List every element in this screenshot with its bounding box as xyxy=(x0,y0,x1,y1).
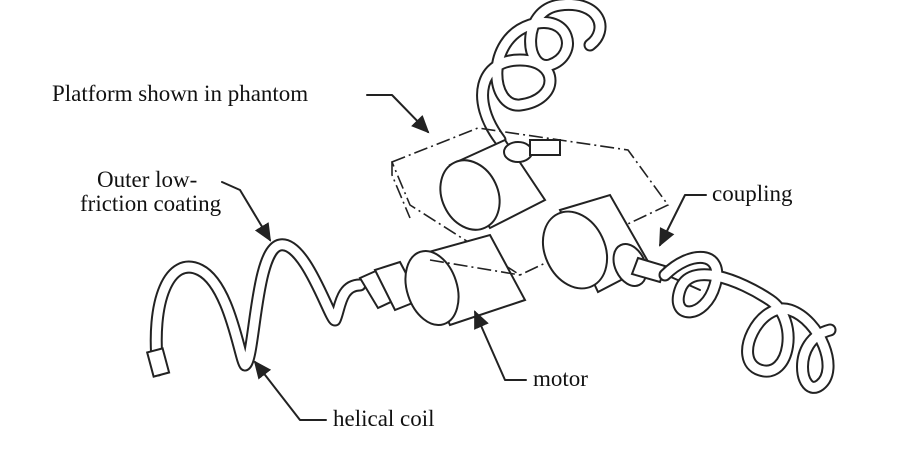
left-helical-coil xyxy=(145,238,367,378)
platform-leader xyxy=(366,94,430,134)
right-helical-coil xyxy=(658,250,837,394)
coating-label-line2: friction coating xyxy=(80,191,222,216)
top-motor xyxy=(439,138,561,231)
left-motor xyxy=(358,233,527,327)
right-motor xyxy=(541,193,701,294)
helical-coil-label: helical coil xyxy=(333,406,435,431)
helical-coil-leader xyxy=(253,360,327,421)
coupling-label: coupling xyxy=(712,181,793,206)
coating-label-line1: Outer low- xyxy=(97,167,198,192)
motor-label: motor xyxy=(533,366,588,391)
motor-leader xyxy=(474,310,527,381)
coupling-leader xyxy=(659,194,707,247)
platform-phantom xyxy=(390,127,670,276)
coating-leader xyxy=(221,181,272,242)
top-helical-coil xyxy=(476,0,607,147)
platform-label: Platform shown in phantom xyxy=(52,81,309,106)
